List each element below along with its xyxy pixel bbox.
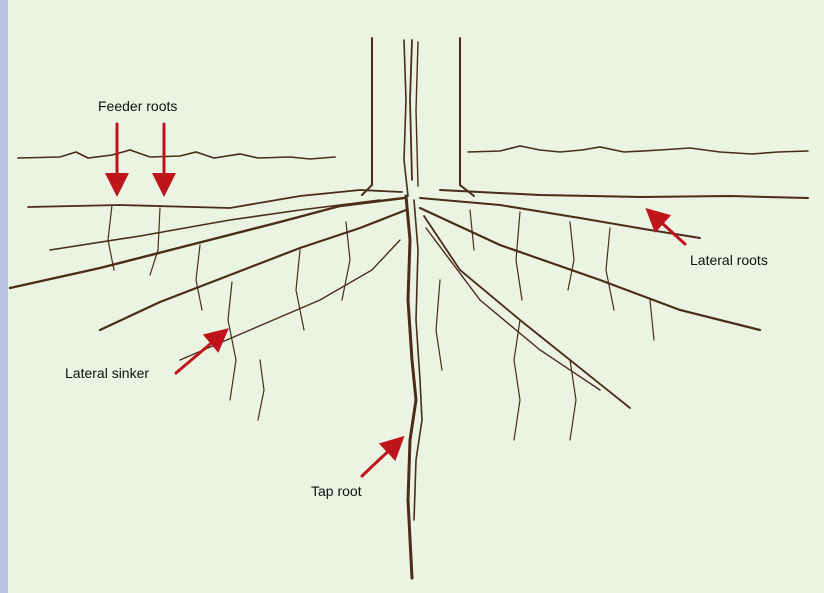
tap-root [406, 196, 422, 578]
lateral-roots-arrow [652, 214, 685, 244]
ground-line [18, 146, 808, 159]
lateral-sinker-label: Lateral sinker [65, 365, 149, 381]
lateral-sinker-arrow [176, 334, 222, 373]
feeder-roots-and-sinkers [108, 205, 654, 440]
trunk [362, 38, 474, 196]
tap-root-label: Tap root [311, 483, 362, 499]
annotation-arrows [117, 124, 685, 476]
lateral-roots-label: Lateral roots [690, 252, 768, 268]
tap-root-arrow [362, 442, 398, 476]
feeder-roots-label: Feeder roots [98, 98, 177, 114]
